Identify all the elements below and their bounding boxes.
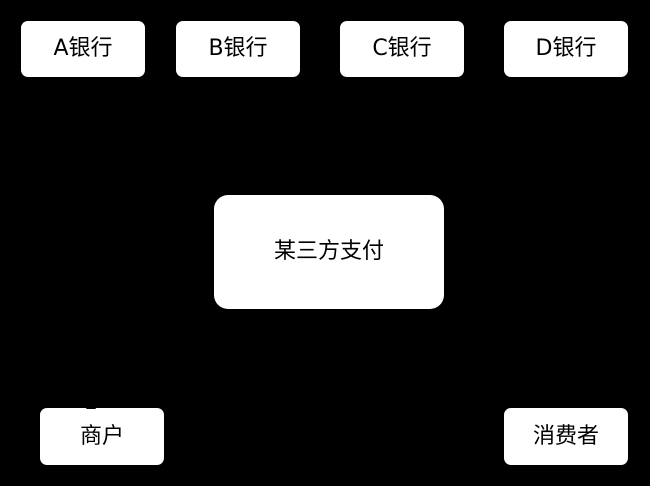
bank-c-label: C银行: [372, 36, 432, 61]
bank-a-label: A银行: [53, 36, 113, 61]
bank-b-node: B银行: [176, 21, 300, 77]
arrow-head: [86, 400, 96, 409]
bank-b-label: B银行: [208, 36, 268, 61]
third-party-payment-label: 某三方支付: [273, 239, 384, 264]
merchant-node: 商户: [40, 408, 164, 465]
bank-d-node: D银行: [504, 21, 628, 77]
bank-c-node: C银行: [340, 21, 464, 77]
bank-d-label: D银行: [535, 36, 597, 61]
bank-a-node: A银行: [21, 21, 145, 77]
consumer-node: 消费者: [504, 408, 628, 465]
merchant-label: 商户: [79, 423, 124, 449]
consumer-label: 消费者: [532, 423, 599, 449]
third-party-payment-node: 某三方支付: [214, 195, 444, 309]
